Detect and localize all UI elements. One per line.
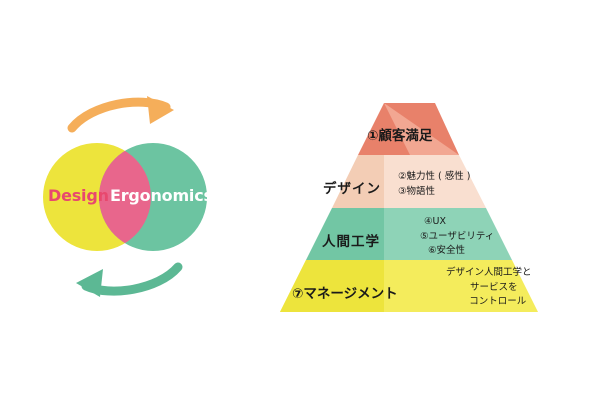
venn-label-ergonomics: Ergonomics — [110, 186, 213, 205]
pyramid-tier-2-right-face[interactable] — [384, 155, 486, 208]
pyramid-tier-4-right-face[interactable] — [384, 260, 538, 312]
venn-overlap-region — [99, 143, 151, 251]
tier-4-sub-line-2: サービスを — [470, 281, 518, 293]
pyramid-group — [280, 103, 538, 312]
tier-2-sub-line-1: ②魅力性 ( 感性 ) — [398, 171, 471, 182]
top-arrow-head — [147, 96, 174, 124]
venn-diagram-group — [43, 96, 207, 297]
pyramid-base-left-wedge — [280, 260, 306, 312]
bottom-arrow-head — [76, 269, 103, 297]
pyramid-tier-4-label: ⑦マネージメント — [292, 286, 398, 302]
tier-4-sub-line-3: コントロール — [469, 296, 527, 308]
tier-3-sub-line-2: ⑤ユーザビリティ — [420, 230, 495, 242]
pyramid-tier-3-sublabels: ④UX ⑤ユーザビリティ ⑥安全性 — [420, 215, 494, 259]
pyramid-tier-1-left-face[interactable] — [358, 103, 384, 155]
tier-3-sub-line-1: ④UX — [424, 216, 446, 227]
pyramid-tier-2-sublabels: ②魅力性 ( 感性 ) ③物語性 — [398, 170, 471, 199]
venn-label-design: Design — [48, 186, 109, 205]
pyramid-tier-3-right-face[interactable] — [384, 208, 512, 260]
top-arrow-right-icon — [67, 96, 174, 133]
bottom-arrow-left-icon — [76, 262, 183, 297]
pyramid-tier-1-right-face[interactable] — [384, 103, 459, 155]
tier-3-sub-line-3: ⑥安全性 — [428, 245, 466, 257]
pyramid-tier-2-label: デザイン — [323, 181, 381, 197]
pyramid-tier-3-label: 人間工学 — [322, 234, 380, 250]
pyramid-tier-2-left-face[interactable] — [332, 155, 384, 208]
tier-4-sub-line-1: デザイン人間工学と — [446, 267, 532, 278]
tier-2-sub-line-2: ③物語性 — [398, 185, 436, 197]
pyramid-tier-3-left-face[interactable] — [306, 208, 384, 260]
pyramid-tier-4-sublabels: デザイン人間工学と サービスを コントロール — [446, 266, 532, 310]
pyramid-tier-1-label: ①顧客満足 — [367, 128, 433, 144]
